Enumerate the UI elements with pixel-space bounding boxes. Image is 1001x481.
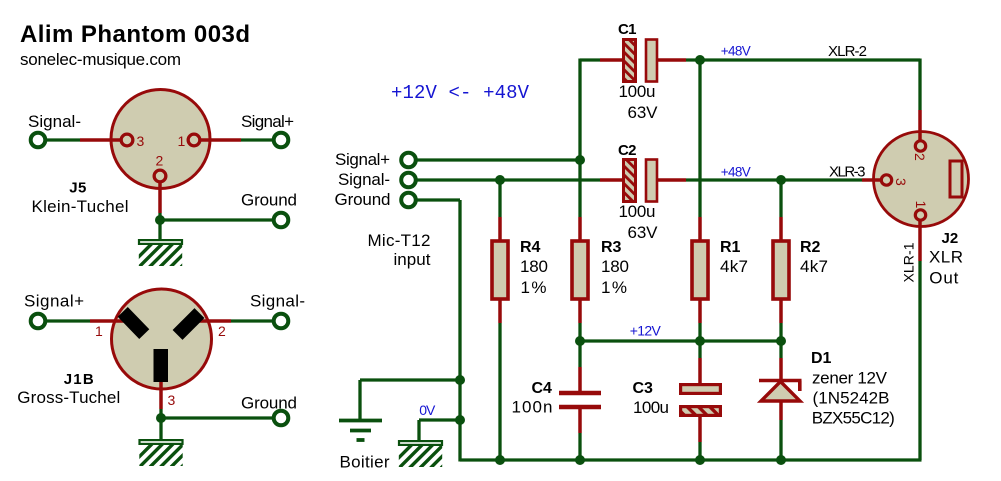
svg-text:R2: R2 (800, 239, 821, 256)
svg-text:+48V: +48V (721, 44, 751, 59)
svg-text:R1: R1 (720, 239, 741, 256)
svg-text:Signal-: Signal- (338, 170, 390, 189)
svg-text:3: 3 (893, 178, 909, 186)
svg-text:sonelec-musique.com: sonelec-musique.com (20, 50, 181, 69)
svg-text:Signal-: Signal- (28, 112, 81, 131)
svg-text:J1B: J1B (64, 371, 94, 388)
svg-text:XLR-2: XLR-2 (828, 43, 867, 60)
svg-text:Klein-Tuchel: Klein-Tuchel (32, 197, 129, 216)
svg-text:1: 1 (178, 133, 186, 149)
svg-text:C3: C3 (633, 380, 654, 397)
svg-text:1: 1 (913, 201, 929, 209)
svg-text:2: 2 (156, 153, 164, 169)
svg-text:Mic-T12: Mic-T12 (368, 231, 431, 250)
svg-text:Ground: Ground (335, 190, 391, 209)
svg-text:100n: 100n (512, 398, 553, 417)
svg-text:Signal+: Signal+ (241, 112, 294, 131)
svg-text:4k7: 4k7 (720, 257, 748, 276)
svg-text:3: 3 (168, 392, 176, 408)
svg-text:input: input (394, 250, 431, 269)
svg-text:Gross-Tuchel: Gross-Tuchel (17, 388, 120, 407)
svg-text:Signal+: Signal+ (335, 150, 390, 169)
svg-text:100u: 100u (619, 202, 656, 221)
svg-text:XLR-3: XLR-3 (829, 163, 866, 180)
svg-text:Ground: Ground (241, 191, 297, 210)
svg-text:+48V: +48V (721, 165, 751, 180)
svg-text:63V: 63V (628, 103, 659, 122)
svg-text:Signal-: Signal- (250, 292, 305, 311)
svg-text:R3: R3 (601, 239, 622, 256)
svg-text:Signal+: Signal+ (24, 292, 84, 311)
svg-text:C1: C1 (618, 21, 637, 38)
svg-text:1%: 1% (521, 278, 547, 297)
svg-text:1%: 1% (601, 278, 627, 297)
svg-text:J5: J5 (69, 180, 86, 197)
svg-text:0V: 0V (419, 402, 436, 418)
svg-text:4k7: 4k7 (800, 257, 828, 276)
svg-text:180: 180 (601, 257, 629, 276)
svg-text:BZX55C12): BZX55C12) (812, 409, 895, 428)
svg-text:Out: Out (929, 269, 958, 288)
svg-text:+12V <- +48V: +12V <- +48V (391, 82, 530, 104)
svg-text:2: 2 (912, 153, 928, 161)
svg-text:J2: J2 (942, 230, 959, 247)
svg-text:XLR-1: XLR-1 (901, 242, 917, 282)
svg-text:1: 1 (95, 323, 103, 339)
svg-text:100u: 100u (619, 82, 656, 101)
svg-text:(1N5242B: (1N5242B (813, 389, 890, 408)
svg-text:+12V: +12V (630, 323, 662, 339)
svg-text:D1: D1 (811, 350, 832, 367)
svg-text:180: 180 (520, 257, 548, 276)
svg-text:Boitier: Boitier (340, 453, 390, 472)
svg-text:C2: C2 (618, 142, 637, 159)
svg-text:zener 12V: zener 12V (812, 369, 888, 388)
svg-text:Ground: Ground (241, 394, 297, 413)
svg-text:2: 2 (218, 323, 226, 339)
svg-text:63V: 63V (628, 223, 659, 242)
svg-text:XLR: XLR (929, 248, 963, 267)
svg-text:C4: C4 (532, 380, 553, 397)
svg-text:3: 3 (137, 133, 145, 149)
svg-text:R4: R4 (520, 239, 541, 256)
svg-text:Alim Phantom 003d: Alim Phantom 003d (20, 21, 250, 48)
svg-text:100u: 100u (633, 398, 669, 417)
